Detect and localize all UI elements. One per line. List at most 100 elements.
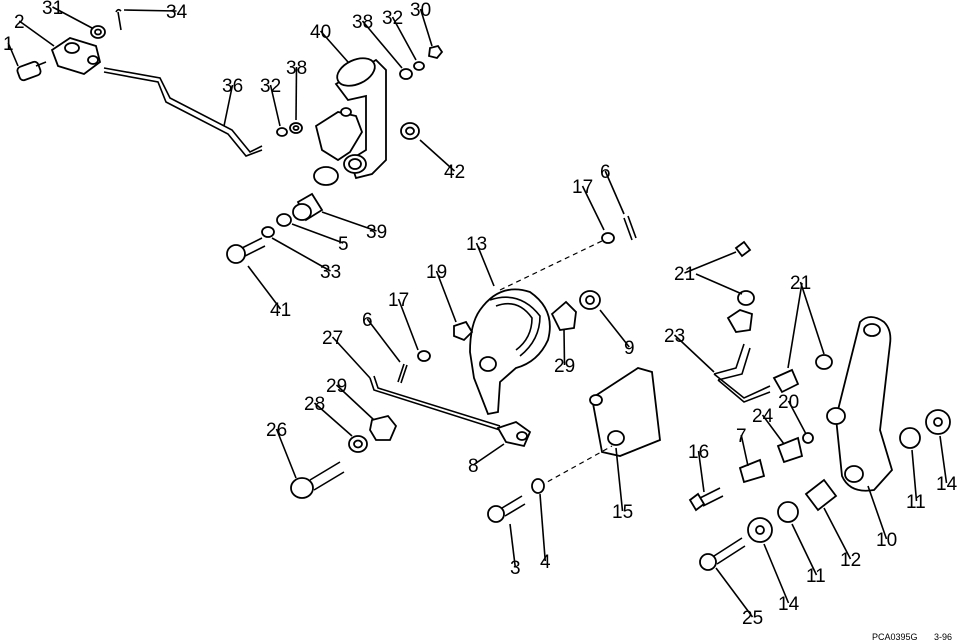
cam-plate-part	[469, 288, 551, 416]
leader-line	[715, 567, 754, 618]
callout-number: 14	[778, 594, 800, 615]
rod-part	[713, 343, 751, 381]
washer-part	[261, 226, 275, 238]
leader-line	[939, 435, 948, 484]
callout-number: 17	[572, 177, 593, 198]
leader-line	[331, 336, 371, 379]
callout-number: 31	[42, 0, 63, 19]
cotter-pin-part	[397, 363, 408, 384]
clip-part	[772, 368, 800, 394]
callout-number: 23	[664, 326, 685, 347]
link-rod-part	[369, 377, 501, 431]
leader-line	[787, 282, 803, 369]
leader-line	[563, 329, 566, 366]
leader-line	[799, 281, 825, 355]
throttle-lever-part	[313, 57, 387, 186]
nut-part	[428, 44, 444, 60]
leader-line	[823, 507, 852, 560]
callout-number: 30	[410, 0, 431, 21]
leader-line	[391, 16, 417, 61]
page-number: 3-96	[934, 632, 952, 642]
leader-line	[123, 9, 177, 12]
washer-part	[276, 213, 292, 227]
leader-line	[361, 20, 403, 69]
callout-number: 5	[338, 234, 349, 255]
leader-line	[313, 402, 353, 437]
leader-line	[321, 211, 377, 232]
callout-number: 14	[936, 474, 958, 495]
callout-number: 32	[260, 76, 281, 97]
callout-number: 41	[270, 300, 291, 321]
leader-line	[472, 443, 505, 466]
callout-number: 38	[286, 58, 307, 79]
bushing-part	[292, 192, 324, 222]
leader-line	[509, 523, 517, 568]
spacer-part	[804, 478, 838, 512]
leader-line	[539, 493, 547, 562]
connector-block-part	[50, 37, 102, 75]
leader-line	[791, 523, 818, 576]
nut-part	[815, 354, 833, 370]
callout-number: 4	[540, 552, 551, 573]
callout-number: 38	[352, 12, 373, 33]
cotter-pin-part	[623, 215, 637, 241]
leader-lines	[7, 6, 948, 618]
nut-part	[453, 320, 474, 342]
leader-line	[335, 384, 375, 421]
callout-number: 8	[468, 456, 479, 477]
washer-part	[276, 127, 288, 137]
nut-part	[369, 414, 398, 441]
callout-number: 16	[688, 442, 709, 463]
figure-code: PCA0395G	[872, 632, 918, 642]
leader-line	[581, 185, 605, 231]
bracket-part	[589, 367, 661, 457]
washer-part	[417, 350, 431, 362]
leader-line	[18, 20, 55, 47]
callout-number: 29	[326, 376, 347, 397]
callout-number: 11	[906, 492, 926, 513]
rod-end-part	[496, 421, 532, 448]
callout-number: 20	[778, 392, 799, 413]
bolt-part	[688, 487, 724, 512]
leader-line	[247, 265, 282, 310]
leader-line	[419, 8, 433, 47]
cotter-pin-part	[117, 11, 122, 31]
callout-number: 42	[444, 162, 465, 183]
callout-number: 19	[426, 262, 447, 283]
lever-arm-part	[826, 316, 894, 492]
callout-number: 40	[310, 22, 331, 43]
bolt-part	[226, 237, 266, 264]
leader-line	[435, 270, 457, 323]
washer-part	[399, 68, 413, 80]
callout-number: 7	[736, 426, 747, 447]
callout-number: 10	[876, 530, 897, 551]
leader-line	[291, 223, 344, 244]
bolt-part	[699, 537, 746, 571]
callout-number: 28	[304, 394, 325, 415]
leader-line	[684, 251, 737, 274]
leader-line	[604, 170, 625, 215]
callout-number: 27	[322, 328, 343, 349]
washer-part	[802, 432, 814, 444]
leader-line	[763, 543, 790, 604]
bolt-part	[16, 60, 47, 82]
leader-line	[295, 66, 298, 121]
leader-line	[319, 30, 349, 63]
leader-line	[52, 6, 93, 29]
leader-line	[787, 400, 807, 435]
spacer-part	[738, 458, 766, 484]
callout-number: 12	[840, 550, 861, 571]
washer-part	[601, 232, 615, 244]
callout-number: 13	[466, 234, 487, 255]
callout-number: 33	[320, 262, 341, 283]
leader-line	[397, 298, 419, 351]
callout-number: 3	[510, 558, 521, 579]
callout-number: 21	[790, 273, 811, 294]
callout-number: 39	[366, 222, 387, 243]
callout-number: 9	[624, 338, 635, 359]
leader-line	[271, 237, 331, 272]
bolt-part	[487, 495, 526, 523]
leader-line	[740, 434, 749, 467]
